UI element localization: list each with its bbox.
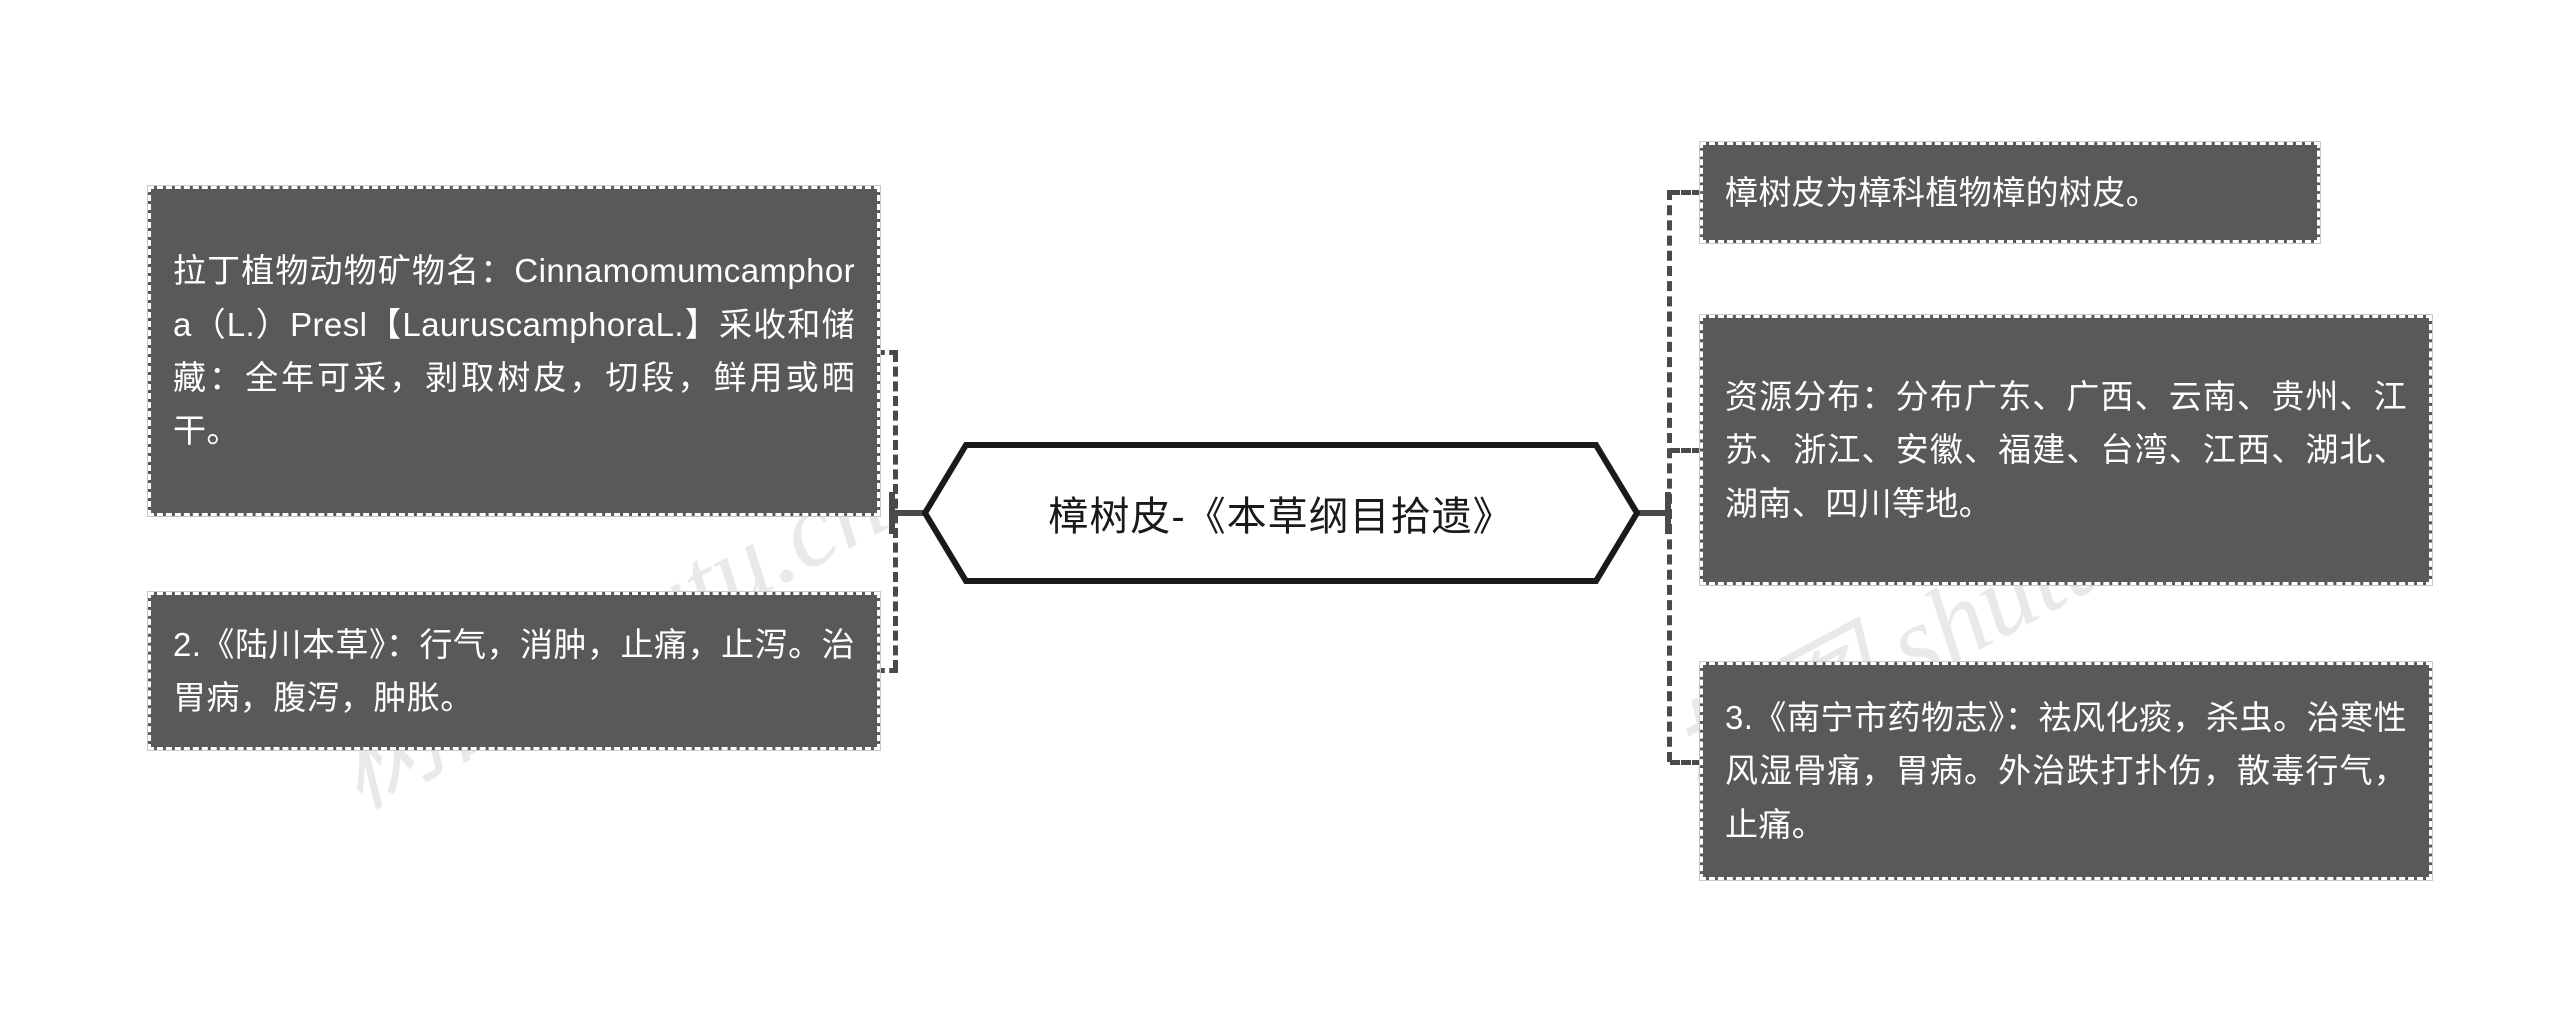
left-stub-1 [876,350,898,355]
right-spine-to-center [1634,510,1670,516]
left-node-2-text: 2.《陆川本草》：行气，消肿，止痛，止泻。治胃病，腹泻，肿胀。 [173,625,855,716]
right-stub-2 [1670,448,1702,453]
right-node-3[interactable]: 3.《南宁市药物志》：祛风化痰，杀虫。治寒性风湿骨痛，胃病。外治跌打扑伤，散毒行… [1699,661,2433,881]
left-rail-junction-tick [889,492,895,534]
right-node-1-text: 樟树皮为樟科植物樟的树皮。 [1725,173,2160,211]
center-node[interactable]: 樟树皮-《本草纲目拾遗》 [922,440,1640,586]
hexagon-shape [922,442,1640,584]
right-stub-3 [1670,760,1702,765]
right-stub-1 [1670,190,1702,195]
right-branch-rail [1667,190,1672,762]
right-node-2-text: 资源分布：分布广东、广西、云南、贵州、江苏、浙江、安徽、福建、台湾、江西、湖北、… [1725,377,2407,522]
right-node-2[interactable]: 资源分布：分布广东、广西、云南、贵州、江苏、浙江、安徽、福建、台湾、江西、湖北、… [1699,314,2433,586]
right-node-3-text: 3.《南宁市药物志》：祛风化痰，杀虫。治寒性风湿骨痛，胃病。外治跌打扑伤，散毒行… [1725,698,2407,843]
right-rail-junction-tick [1665,492,1671,534]
left-node-1-text: 拉丁植物动物矿物名：Cinnamomumcamphora（L.）Presl【La… [173,252,855,450]
left-stub-2 [876,668,898,673]
left-spine-to-center [893,510,929,516]
right-node-1[interactable]: 樟树皮为樟科植物樟的树皮。 [1699,141,2321,244]
left-node-1[interactable]: 拉丁植物动物矿物名：Cinnamomumcamphora（L.）Presl【La… [147,185,881,517]
left-node-2[interactable]: 2.《陆川本草》：行气，消肿，止痛，止泻。治胃病，腹泻，肿胀。 [147,591,881,751]
center-node-label: 樟树皮-《本草纲目拾遗》 [1048,495,1514,539]
